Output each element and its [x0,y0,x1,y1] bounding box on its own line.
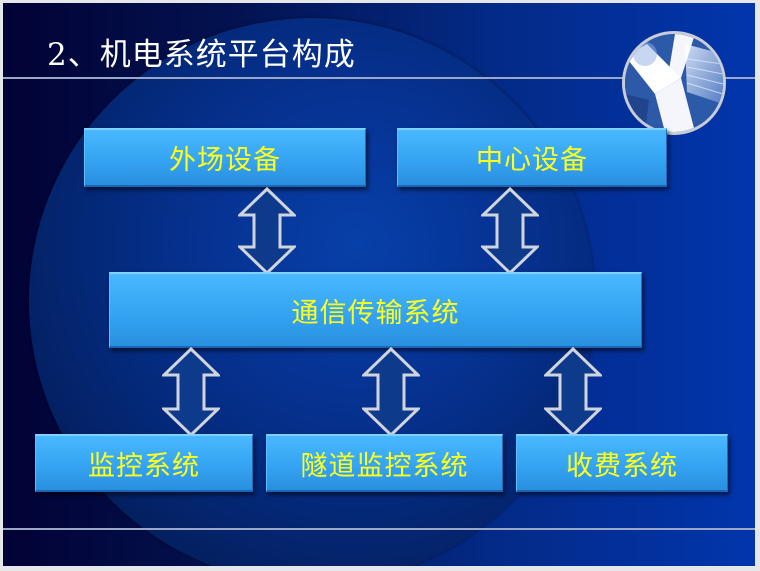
bidirectional-arrow-icon [481,187,539,275]
box-label: 外场设备 [169,145,281,176]
bidirectional-arrow-icon [362,347,420,437]
slide: 2、机电系统平台构成 外场 [3,3,755,566]
bidirectional-arrow-icon [162,347,220,437]
box-toll-system: 收费系统 [516,434,728,492]
footer-divider [3,528,755,530]
box-label: 隧道监控系统 [300,450,469,482]
globe-logo-icon [622,31,726,135]
box-label: 中心设备 [476,145,588,176]
box-field-equipment: 外场设备 [84,128,366,187]
box-center-equipment: 中心设备 [397,128,667,187]
bidirectional-arrow-icon [238,187,296,275]
slide-title: 2、机电系统平台构成 [47,37,356,73]
box-communication-system: 通信传输系统 [109,272,642,348]
box-label: 收费系统 [566,450,678,482]
box-monitoring-system: 监控系统 [35,434,253,492]
title-divider [3,77,755,79]
box-label: 通信传输系统 [291,297,460,329]
bidirectional-arrow-icon [544,347,602,437]
box-label: 监控系统 [88,450,200,482]
box-tunnel-monitoring-system: 隧道监控系统 [266,434,503,492]
